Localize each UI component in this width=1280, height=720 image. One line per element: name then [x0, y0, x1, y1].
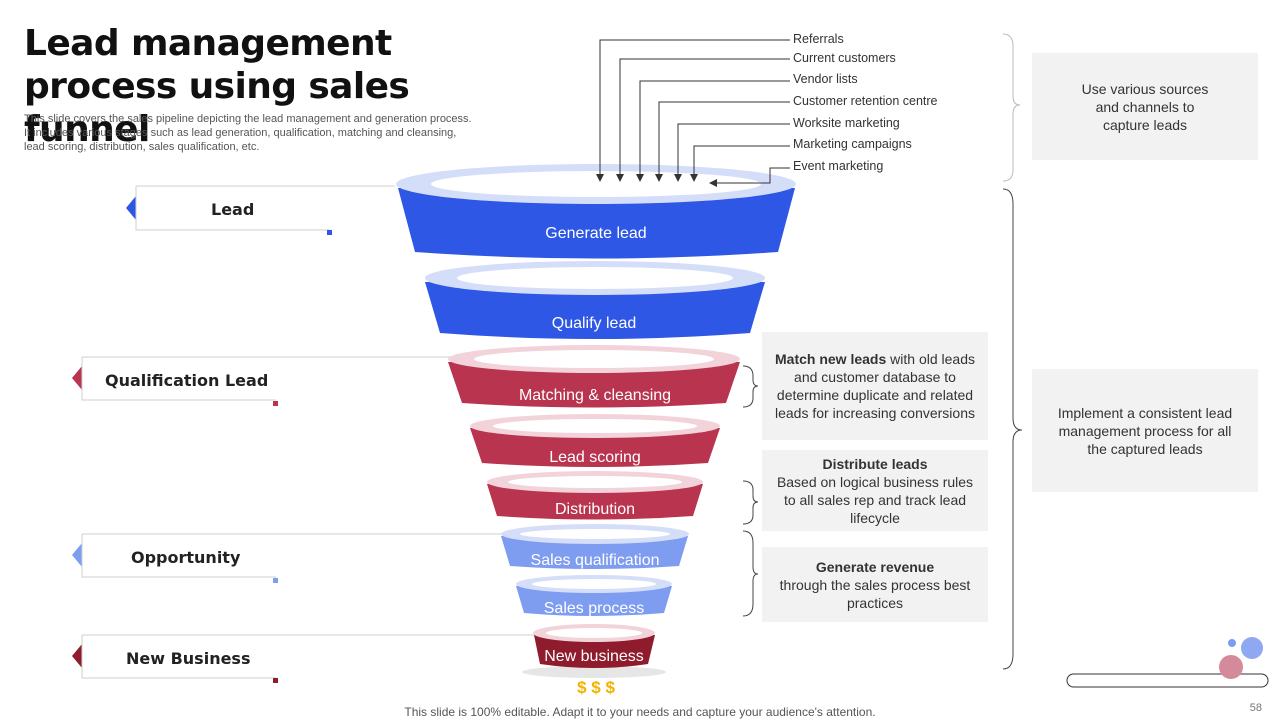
desc-box-match: Match new leads with old leads and custo… — [762, 332, 988, 440]
funnel-label-generate-lead: Generate lead — [545, 225, 646, 242]
stage-label-lead: Lead — [211, 200, 255, 219]
source-item: Event marketing — [793, 159, 884, 173]
funnel-segment-lead-scoring — [470, 414, 720, 467]
page-title: Lead management process using sales funn… — [24, 23, 410, 150]
source-arrows — [596, 39, 790, 187]
stage-box-qualification — [72, 356, 450, 406]
desc-box-consistent: Implement a consistent lead management p… — [1032, 369, 1258, 492]
stage-box-opportunity — [72, 533, 505, 583]
funnel-segment-matching — [448, 345, 740, 408]
stage-box-new-business — [72, 634, 537, 683]
desc-box-distribute-text: Based on logical business rules to all s… — [776, 473, 974, 526]
funnel-label-sales-process: Sales process — [544, 600, 645, 617]
desc-box-consistent-text: Implement a consistent lead management p… — [1057, 404, 1233, 457]
page-subtitle: This slide covers the sales pipeline dep… — [24, 113, 472, 153]
footer-note: This slide is 100% editable. Adapt it to… — [404, 705, 876, 719]
source-item: Vendor lists — [793, 72, 858, 86]
source-item: Marketing campaigns — [793, 137, 912, 151]
source-item: Worksite marketing — [793, 116, 900, 130]
funnel-segment-new-business — [522, 624, 666, 678]
funnel-segment-generate-lead — [396, 164, 796, 259]
desc-box-distribute-title: Distribute leads — [822, 455, 928, 472]
desc-box-sources-text: Use various sources and channels to capt… — [1081, 80, 1209, 133]
stage-box-lead — [126, 185, 395, 235]
source-item: Customer retention centre — [793, 94, 938, 108]
funnel-label-distribution: Distribution — [555, 501, 635, 518]
funnel-label-lead-scoring: Lead scoring — [549, 449, 641, 466]
brace-marks-light — [1002, 33, 1021, 182]
funnel-label-matching: Matching & cleansing — [519, 387, 671, 404]
desc-box-revenue-title: Generate revenue — [815, 558, 935, 575]
funnel-label-qualify-lead: Qualify lead — [552, 315, 637, 332]
desc-box-match-title: Match new leads — [775, 351, 887, 367]
desc-box-revenue-text: through the sales process best practices — [779, 576, 971, 611]
funnel-segment-sales-process — [516, 575, 672, 616]
funnel-label-sales-qualification: Sales qualification — [531, 552, 660, 569]
funnel-segment-sales-qualification — [501, 524, 689, 569]
dollar-icon: $ $ $ — [577, 678, 615, 697]
brace-large — [1002, 188, 1023, 670]
decorative-bubbles — [1066, 637, 1269, 688]
page-number: 58 — [1249, 702, 1262, 714]
source-item: Current customers — [793, 51, 896, 65]
brace-marks — [742, 365, 759, 617]
stage-label-new-business: New Business — [126, 649, 251, 668]
desc-box-sources: Use various sources and channels to capt… — [1032, 53, 1258, 160]
desc-box-match-text: with old leads and customer database to … — [775, 351, 975, 421]
funnel-segment-qualify-lead — [425, 261, 765, 339]
stage-label-qualification: Qualification Lead — [105, 371, 269, 390]
source-item: Referrals — [793, 32, 844, 46]
stage-label-opportunity: Opportunity — [131, 548, 241, 567]
funnel-segment-distribution — [487, 471, 703, 520]
funnel-label-new-business: New business — [544, 648, 644, 665]
